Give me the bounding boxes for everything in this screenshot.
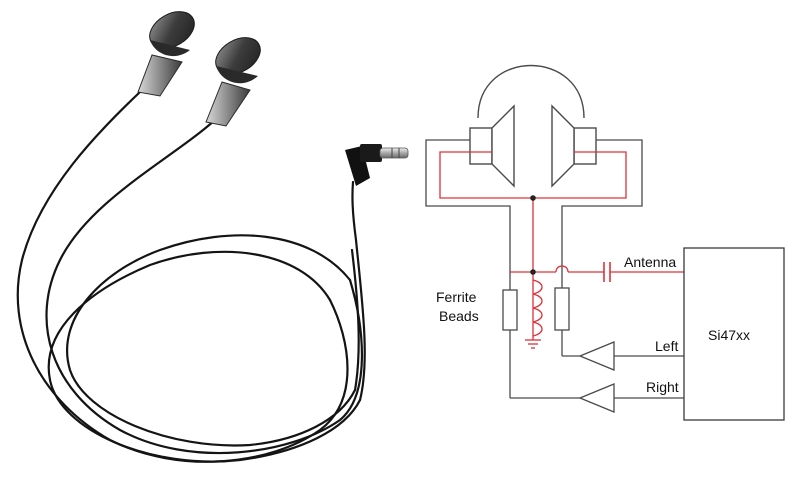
ferrite-bead-right [554, 287, 570, 331]
inductor-coil [532, 279, 543, 337]
speaker-left-icon [469, 104, 515, 188]
ferrite-label-line2: Beads [439, 308, 479, 324]
cable [16, 90, 366, 463]
earbud-right-icon [205, 37, 261, 127]
earbud-left-icon [137, 11, 195, 97]
audio-plug-icon [345, 144, 409, 186]
speaker-right-icon [551, 104, 597, 188]
schematic: Antenna Ferrite Beads Si47xx Left Right [425, 64, 785, 421]
grey-wiring [425, 139, 684, 399]
amplifier-left-icon [578, 341, 615, 371]
right-label: Right [646, 379, 679, 395]
junction-mid [530, 269, 536, 275]
ferrite-bead-left [502, 289, 518, 331]
ferrite-label-line1: Ferrite [436, 289, 477, 305]
antenna-capacitor [603, 262, 611, 282]
junction-top [530, 195, 536, 201]
amplifier-right-icon [578, 383, 615, 413]
chip-label: Si47xx [708, 327, 750, 343]
chip-box [683, 247, 785, 421]
earphones-photo [16, 11, 409, 463]
antenna-label: Antenna [624, 254, 676, 270]
headband [477, 64, 585, 119]
left-label: Left [655, 338, 678, 354]
